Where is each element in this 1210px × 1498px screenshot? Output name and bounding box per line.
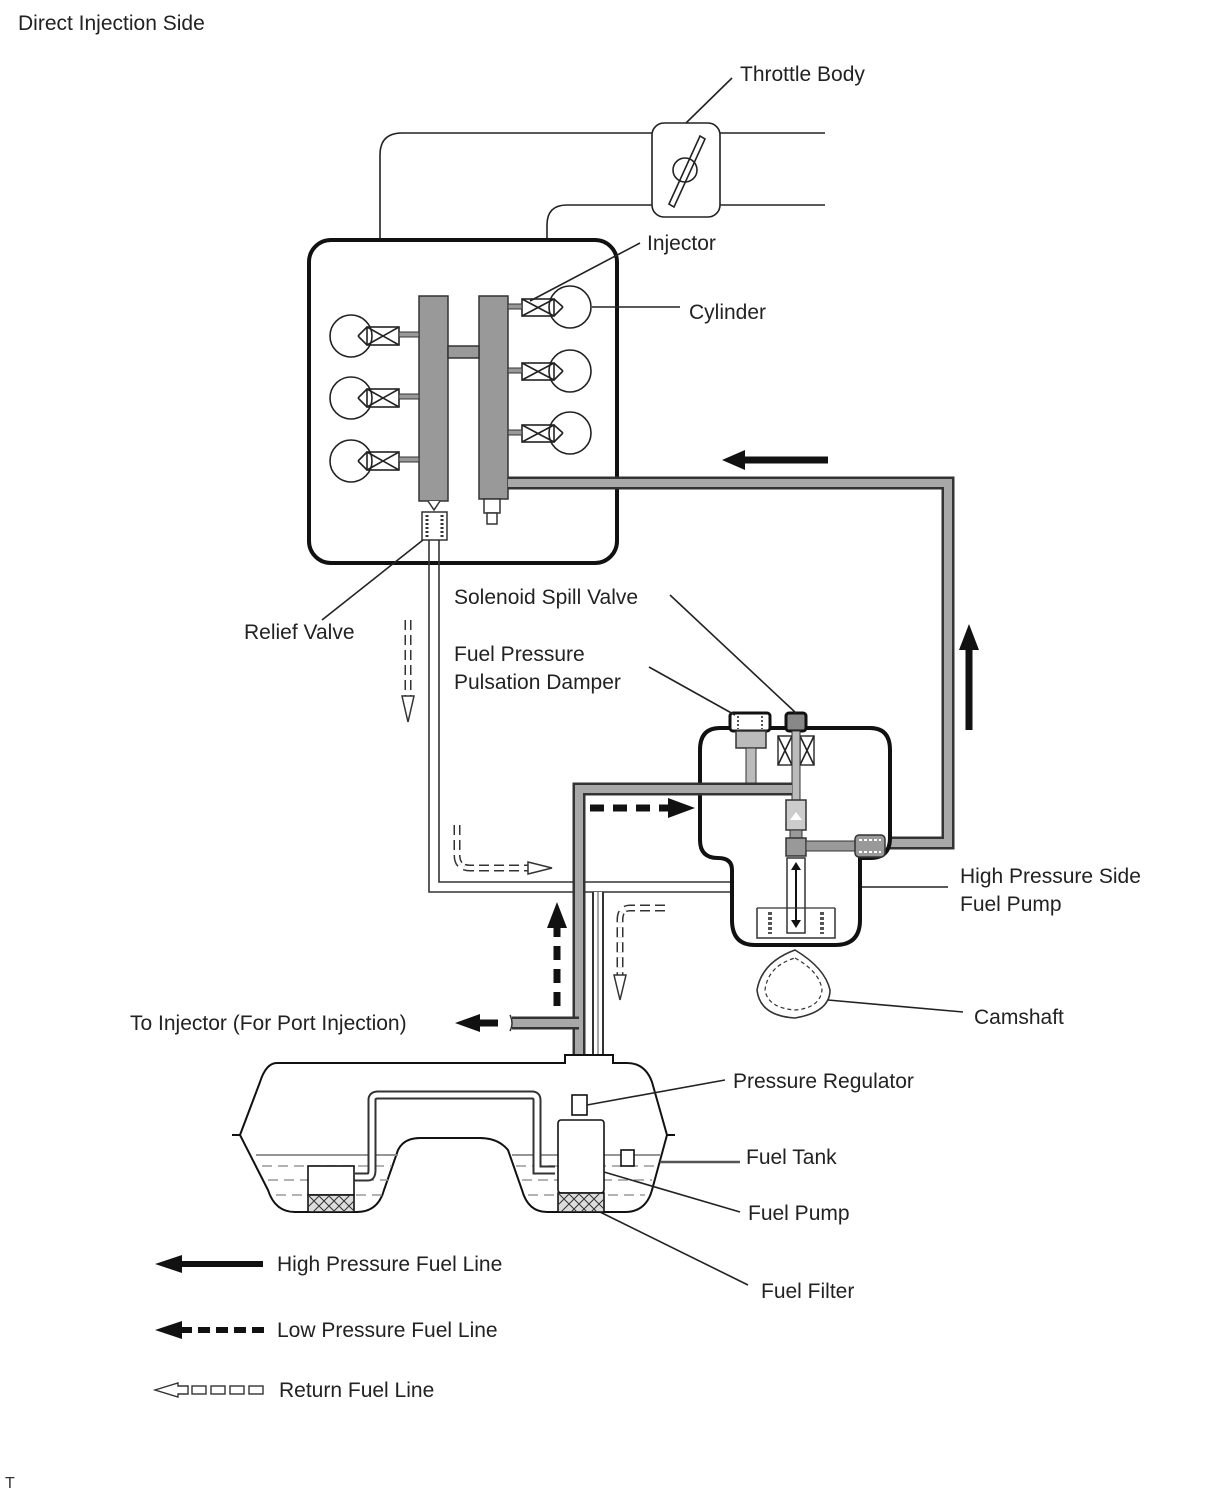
cylinders-right [507, 285, 592, 455]
high-pressure-line [508, 476, 955, 850]
fuel-rail-left [418, 295, 449, 502]
legend: High Pressure Fuel Line Low Pressure Fue… [152, 1253, 502, 1402]
high-pressure-pump [698, 711, 892, 947]
label-hp-pump-2: Fuel Pump [960, 893, 1062, 916]
label-to-injector: To Injector (For Port Injection) [130, 1012, 407, 1035]
label-throttle-body: Throttle Body [740, 63, 865, 86]
label-solenoid-spill-valve: Solenoid Spill Valve [454, 586, 638, 609]
cylinders-left [329, 314, 420, 483]
label-hp-pump-1: High Pressure Side [960, 865, 1141, 888]
label-fuel-tank: Fuel Tank [746, 1146, 837, 1169]
cylinder [329, 314, 420, 358]
label-relief-valve: Relief Valve [244, 621, 355, 644]
label-fuel-filter: Fuel Filter [761, 1280, 854, 1303]
label-pulsation-damper-1: Fuel Pressure [454, 643, 585, 666]
return-line-rail [428, 540, 733, 893]
throttle-body [651, 122, 721, 218]
leader-fuel-pump [603, 1171, 741, 1213]
leader-camshaft [827, 999, 964, 1013]
label-cylinder: Cylinder [689, 301, 766, 324]
label-injector: Injector [647, 232, 716, 255]
leader-relief-valve [321, 539, 424, 621]
fuel-rail-right [447, 295, 509, 525]
cylinder [507, 411, 592, 455]
leader-fuel-filter [599, 1211, 749, 1286]
leader-pressure-regulator [586, 1079, 726, 1106]
camshaft [756, 949, 831, 1019]
label-pulsation-damper-2: Pulsation Damper [454, 671, 621, 694]
legend-item-high-pressure: High Pressure Fuel Line [155, 1253, 502, 1276]
engine-block [307, 238, 619, 565]
relief-valve [421, 500, 448, 541]
legend-item-return: Return Fuel Line [152, 1379, 434, 1402]
legend-label: High Pressure Fuel Line [277, 1253, 502, 1276]
intake-manifold [379, 132, 825, 240]
cylinder [329, 439, 420, 483]
diagram-title: Direct Injection Side [18, 12, 205, 35]
label-fuel-pump: Fuel Pump [748, 1202, 850, 1225]
cylinder [329, 376, 420, 420]
leader-pulsation-damper [648, 666, 736, 716]
hollow-arrow-left-icon [152, 1382, 189, 1398]
label-pressure-regulator: Pressure Regulator [733, 1070, 914, 1093]
low-pressure-line [509, 782, 792, 1100]
leader-injector [529, 242, 641, 302]
cylinder [507, 349, 592, 393]
footer-mark: T [5, 1475, 15, 1492]
label-camshaft: Camshaft [974, 1006, 1064, 1029]
leader-solenoid-spill-valve [669, 594, 797, 714]
leader-throttle-body [685, 77, 733, 124]
fuel-tank [232, 1054, 675, 1213]
legend-item-low-pressure: Low Pressure Fuel Line [155, 1319, 498, 1342]
legend-label: Low Pressure Fuel Line [277, 1319, 498, 1342]
legend-label: Return Fuel Line [279, 1379, 434, 1402]
flow-arrows [401, 450, 979, 1032]
cylinder [507, 285, 592, 329]
